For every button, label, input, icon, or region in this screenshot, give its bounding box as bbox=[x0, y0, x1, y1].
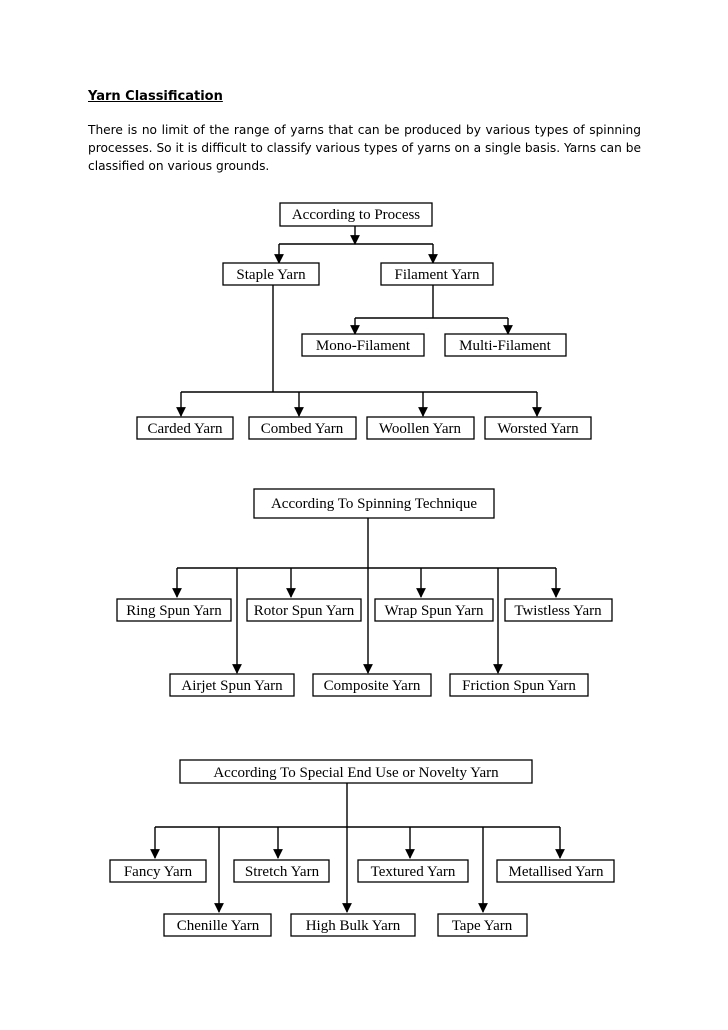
node-label: According to Process bbox=[292, 207, 420, 223]
special-end-use-diagram: According To Special End Use or Novelty … bbox=[109, 759, 615, 937]
node-label: Fancy Yarn bbox=[124, 864, 193, 880]
node-label: Staple Yarn bbox=[236, 267, 306, 283]
node-label: Composite Yarn bbox=[324, 678, 421, 694]
node-filament-yarn: Filament Yarn bbox=[380, 262, 494, 286]
node-label: Twistless Yarn bbox=[514, 603, 602, 619]
node-label: Wrap Spun Yarn bbox=[385, 603, 484, 619]
node-tape-yarn: Tape Yarn bbox=[437, 913, 528, 937]
node-textured-yarn: Textured Yarn bbox=[357, 859, 469, 883]
node-airjet-spun-yarn: Airjet Spun Yarn bbox=[169, 673, 295, 697]
node-composite-yarn: Composite Yarn bbox=[312, 673, 432, 697]
node-multi-filament: Multi-Filament bbox=[444, 333, 567, 357]
node-ring-spun-yarn: Ring Spun Yarn bbox=[116, 598, 232, 622]
section-heading: Yarn Classification bbox=[88, 89, 223, 104]
node-label: According To Spinning Technique bbox=[271, 496, 477, 512]
node-twistless-yarn: Twistless Yarn bbox=[504, 598, 613, 622]
spinning-technique-diagram: According To Spinning Technique Ring Spu… bbox=[116, 488, 613, 697]
node-label: Carded Yarn bbox=[148, 421, 223, 437]
node-label: Stretch Yarn bbox=[245, 864, 320, 880]
node-label: Combed Yarn bbox=[261, 421, 344, 437]
node-label: Multi-Filament bbox=[459, 338, 551, 354]
node-label: Filament Yarn bbox=[394, 267, 480, 283]
node-label: Woollen Yarn bbox=[379, 421, 462, 437]
node-label: Worsted Yarn bbox=[497, 421, 579, 437]
node-label: Rotor Spun Yarn bbox=[254, 603, 355, 619]
node-wrap-spun-yarn: Wrap Spun Yarn bbox=[374, 598, 494, 622]
node-label: Chenille Yarn bbox=[177, 918, 260, 934]
node-woollen-yarn: Woollen Yarn bbox=[366, 416, 475, 440]
node-according-to-spinning-technique: According To Spinning Technique bbox=[253, 488, 495, 519]
node-label: Tape Yarn bbox=[452, 918, 513, 934]
node-high-bulk-yarn: High Bulk Yarn bbox=[290, 913, 416, 937]
node-label: According To Special End Use or Novelty … bbox=[213, 765, 499, 781]
node-label: Airjet Spun Yarn bbox=[181, 678, 283, 694]
node-mono-filament: Mono-Filament bbox=[301, 333, 425, 357]
node-label: Friction Spun Yarn bbox=[462, 678, 576, 694]
node-label: Ring Spun Yarn bbox=[126, 603, 222, 619]
node-friction-spun-yarn: Friction Spun Yarn bbox=[449, 673, 589, 697]
node-label: High Bulk Yarn bbox=[306, 918, 401, 934]
node-stretch-yarn: Stretch Yarn bbox=[233, 859, 330, 883]
node-worsted-yarn: Worsted Yarn bbox=[484, 416, 592, 440]
node-combed-yarn: Combed Yarn bbox=[248, 416, 357, 440]
node-according-to-process: According to Process bbox=[279, 202, 433, 227]
node-metallised-yarn: Metallised Yarn bbox=[496, 859, 615, 883]
node-label: Metallised Yarn bbox=[509, 864, 604, 880]
node-chenille-yarn: Chenille Yarn bbox=[163, 913, 272, 937]
node-fancy-yarn: Fancy Yarn bbox=[109, 859, 207, 883]
node-staple-yarn: Staple Yarn bbox=[222, 262, 320, 286]
node-according-to-special-end-use: According To Special End Use or Novelty … bbox=[179, 759, 533, 784]
node-label: Mono-Filament bbox=[316, 338, 411, 354]
node-rotor-spun-yarn: Rotor Spun Yarn bbox=[246, 598, 362, 622]
node-label: Textured Yarn bbox=[371, 864, 456, 880]
node-carded-yarn: Carded Yarn bbox=[136, 416, 234, 440]
process-diagram: According to Process Staple Yarn Filamen… bbox=[136, 202, 592, 440]
intro-paragraph: There is no limit of the range of yarns … bbox=[88, 123, 641, 173]
